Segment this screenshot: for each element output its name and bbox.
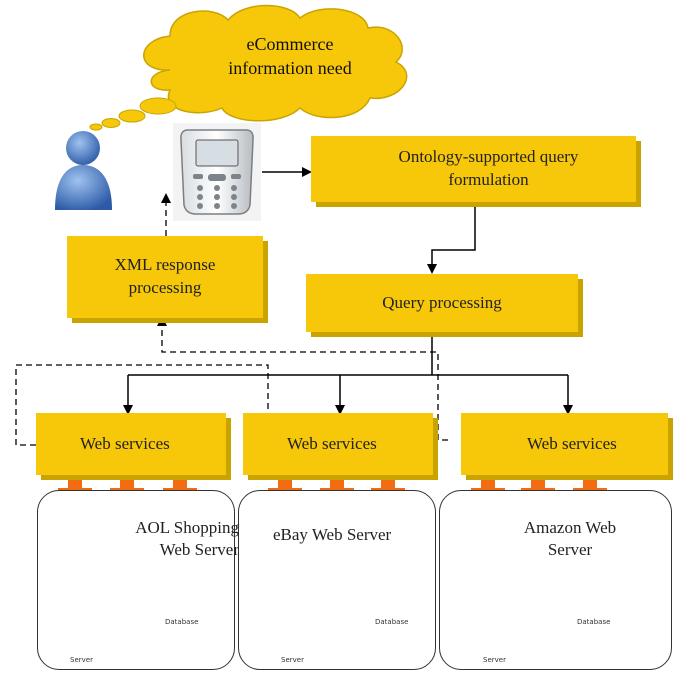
aol-server-line-1: AOL Shopping (135, 518, 239, 537)
response-dashed-arrows (15, 193, 448, 446)
ontology-line-1: Ontology-supported query (398, 147, 579, 167)
cloud-text: eCommerce information need (215, 32, 365, 81)
xml-line-2: processing (128, 278, 202, 297)
server-label: Server (281, 656, 304, 664)
amazon-server-panel (439, 490, 672, 670)
web-services-box-ebay: Web services (243, 413, 433, 475)
mobile-phone-icon (173, 123, 261, 221)
server-label: Server (483, 656, 506, 664)
ontology-line-2: formulation (448, 170, 529, 189)
web-services-box-aol: Web services (36, 413, 226, 475)
thought-cloud (89, 4, 408, 131)
amazon-server-title: Amazon Web Server (495, 517, 645, 561)
ebay-server-line-1: eBay Web Server (273, 525, 392, 544)
query-to-webservices-arrows (123, 333, 573, 415)
amazon-server-line-1: Amazon Web (523, 518, 617, 537)
web-services-label: Web services (80, 434, 170, 453)
web-services-label: Web services (527, 434, 617, 453)
xml-response-processing-box: XML response processing (67, 236, 263, 318)
ontology-query-formulation-box: Ontology-supported query formulation (311, 136, 636, 202)
query-processing-label: Query processing (382, 292, 502, 312)
web-services-label: Web services (287, 434, 377, 453)
aol-server-line-2: Web Server (159, 540, 239, 560)
database-label: Database (165, 618, 199, 626)
aol-server-panel (37, 490, 235, 670)
ebay-server-panel (238, 490, 436, 670)
web-services-box-amazon: Web services (461, 413, 668, 475)
ontology-to-query-arrow (427, 200, 476, 274)
database-label: Database (577, 618, 611, 626)
database-label: Database (375, 618, 409, 626)
query-processing-box: Query processing (306, 274, 578, 332)
server-label: Server (70, 656, 93, 664)
cloud-line-1: eCommerce (246, 34, 334, 54)
user-icon (55, 131, 112, 210)
cloud-line-2: information need (228, 58, 352, 79)
xml-line-1: XML response (114, 255, 216, 275)
ebay-server-title: eBay Web Server (273, 524, 433, 546)
aol-server-title: AOL Shopping Web Server (94, 517, 239, 561)
amazon-server-line-2: Server (547, 540, 593, 560)
